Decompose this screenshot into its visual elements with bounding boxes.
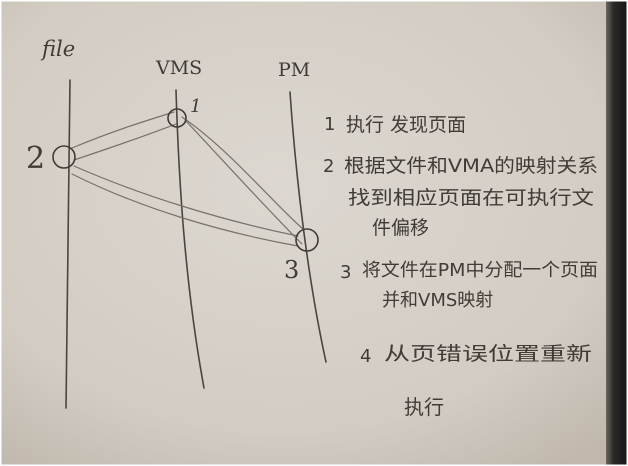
marker-number-vms: 1: [190, 96, 201, 117]
note-4-continuation-1: 执行: [404, 395, 444, 419]
note-1-number: 1: [324, 114, 335, 135]
file-node-circle: [52, 145, 76, 169]
note-4-text: 从页错误位置重新: [384, 343, 592, 365]
note-2-continuation-1: 找到相应页面在可执行文: [348, 187, 594, 209]
line-file-pm-upper: [73, 165, 299, 237]
column-label-pm: PM: [278, 59, 310, 81]
note-2-number: 2: [323, 156, 334, 177]
pm-node-circle: [295, 228, 319, 252]
note-4-number: 4: [360, 346, 371, 367]
line-file-vms-lower: [73, 123, 177, 161]
notes-list: 1 执行 发现页面 2 根据文件和VMA的映射关系 找到相应页面在可执行文 件偏…: [323, 114, 598, 419]
note-3-text: 将文件在PM中分配一个页面: [362, 260, 598, 281]
vms-node-circle: [167, 108, 187, 128]
vms-timeline: [175, 89, 205, 389]
note-2-text: 根据文件和VMA的映射关系: [344, 155, 598, 177]
column-label-file: file: [40, 37, 75, 61]
mapping-lines: [71, 111, 305, 247]
line-vms-pm-upper: [181, 116, 305, 231]
note-1-text: 执行 发现页面: [346, 114, 466, 136]
note-3-number: 3: [340, 262, 351, 283]
line-file-vms-upper: [71, 111, 175, 149]
marker-number-file: 2: [26, 141, 45, 176]
notebook-binding: [606, 0, 628, 466]
node-markers: [52, 108, 319, 252]
file-timeline: [65, 79, 71, 409]
line-file-pm-lower: [71, 173, 299, 247]
note-2-continuation-2: 件偏移: [372, 217, 429, 239]
marker-number-pm: 3: [284, 256, 299, 284]
line-vms-pm-lower: [185, 120, 303, 245]
column-label-vms: VMS: [155, 57, 202, 79]
note-3-continuation-1: 并和VMS映射: [382, 290, 493, 311]
